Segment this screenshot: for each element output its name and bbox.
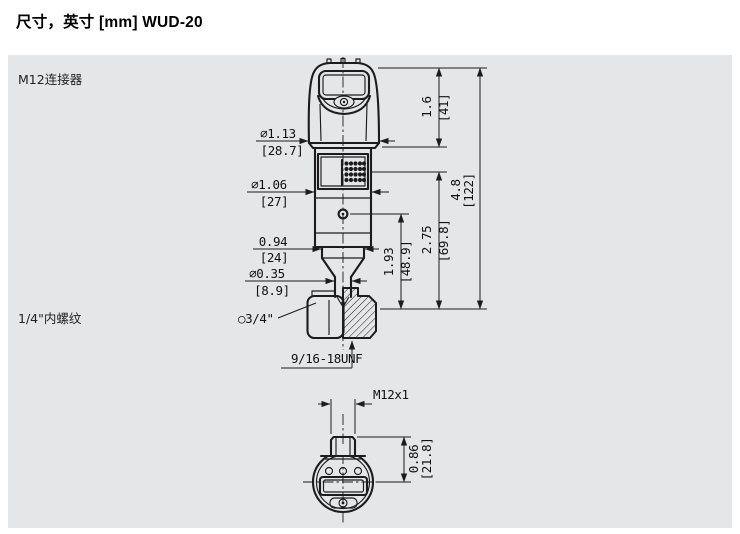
- dim-head-width: ⌀1.13 [28.7]: [256, 126, 395, 158]
- dim-collar-width-in: 0.94: [259, 234, 288, 249]
- face-arc-inner: [321, 96, 367, 110]
- dim-stem-height-in: 1.93: [381, 248, 396, 277]
- dim-top-view-height-in: 0.86: [406, 445, 421, 474]
- dim-head-width-in: ⌀1.13: [260, 126, 296, 141]
- thread-bore: [336, 296, 350, 308]
- width-dimensions: ⌀1.13 [28.7] ⌀1.06 [27] 0.94 [24] ⌀0.35 …: [245, 126, 395, 298]
- top-view-display: [318, 475, 369, 497]
- page-title: 尺寸，英寸 [mm] WUD-20: [16, 14, 203, 31]
- hex-section: [342, 287, 377, 339]
- main-view: [306, 57, 381, 350]
- dim-head-width-mm: [28.7]: [261, 143, 304, 158]
- pushbutton: [333, 95, 355, 109]
- dim-total-height-in: 4.8: [448, 179, 463, 200]
- face-arc-outer: [316, 94, 372, 116]
- dim-lower-height-in: 2.75: [419, 226, 434, 255]
- dim-collar-width-mm: [24]: [260, 250, 289, 265]
- display-lcd: [322, 74, 366, 96]
- dim-body-width-in: ⌀1.06: [251, 177, 287, 192]
- top-led-nubs: [326, 57, 361, 63]
- dim-m12: M12x1: [318, 387, 409, 434]
- m12-connector-label: M12连接器: [18, 72, 83, 87]
- callouts: ○3/4" 9/16-18UNF: [238, 302, 363, 369]
- sensor-head: [307, 57, 381, 150]
- top-view: M12x1 0.86 [21.8]: [303, 387, 434, 524]
- dim-head-height-mm: [41]: [436, 94, 451, 123]
- vent-hole: [337, 208, 349, 220]
- dim-stem-height-mm: [48.9]: [398, 241, 413, 284]
- hex-fitting: [306, 287, 377, 340]
- height-dimensions: 1.6 [41] 2.75 [69.8] 1.93 [48.9] 4.8 [12…: [350, 67, 487, 310]
- dim-top-view-height-mm: [21.8]: [419, 438, 434, 481]
- dim-body-width-mm: [27]: [260, 194, 289, 209]
- led-circles: [324, 466, 363, 476]
- dim-head-height-in: 1.6: [419, 96, 434, 117]
- vent-dots: [344, 161, 367, 183]
- quarter-inch-thread-label: 1/4"内螺纹: [18, 311, 82, 326]
- top-view-button: [329, 497, 358, 509]
- dim-lower-height-mm: [69.8]: [436, 220, 451, 263]
- dim-body-width: ⌀1.06 [27]: [247, 177, 389, 209]
- hex-flat: [306, 294, 345, 340]
- connector-thread-label: M12x1: [373, 387, 409, 402]
- dim-stem-width-in: ⌀0.35: [249, 266, 285, 281]
- dim-total-height-mm: [122]: [461, 173, 476, 209]
- dim-collar-width: 0.94 [24]: [253, 234, 379, 265]
- m12-stub: [329, 435, 357, 458]
- hex-size-label: ○3/4": [238, 311, 274, 326]
- dim-stem-width: ⌀0.35 [8.9]: [245, 266, 367, 298]
- dim-top-view-height: 0.86 [21.8]: [357, 436, 434, 483]
- thread-spec-label: 9/16-18UNF: [291, 351, 362, 366]
- vent-window: [316, 152, 370, 191]
- dim-stem-width-mm: [8.9]: [254, 283, 290, 298]
